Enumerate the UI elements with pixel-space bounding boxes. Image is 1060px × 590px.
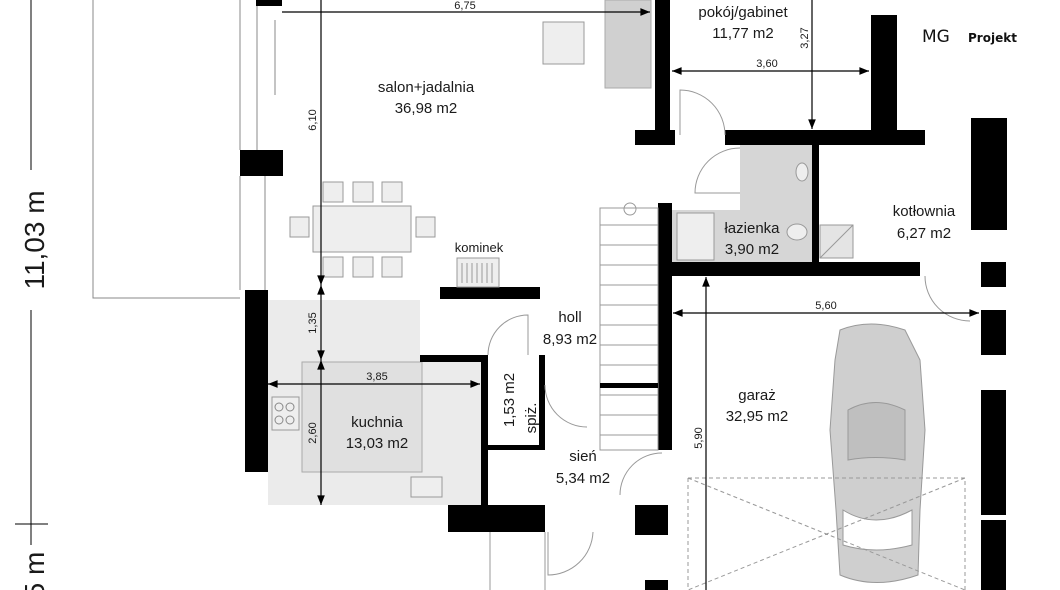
doors [487,89,971,590]
sofa [542,0,652,89]
room-area: 6,27 m2 [897,225,951,242]
room-area: 3,90 m2 [725,241,779,258]
room-area: 13,03 m2 [346,435,409,452]
logo-suffix: Projekt [968,31,1017,45]
fireplace: kominek [455,240,504,288]
room-name: pokój/gabinet [698,4,788,21]
room-name: kotłownia [893,203,956,220]
overall-dimension: 11,03 m 5 m [15,0,50,590]
kitchen-appliances [271,396,443,498]
fireplace-label: kominek [455,240,504,255]
room-kuchnia: kuchnia 13,03 m2 [346,414,409,452]
room-salon-jadalnia: salon+jadalnia 36,98 m2 [378,79,475,117]
room-holl: holl 8,93 m2 [543,309,597,348]
room-name: spiż. [523,403,540,434]
logo-brand: MG [922,27,950,47]
room-area: 36,98 m2 [395,100,458,117]
room-name: kuchnia [351,414,403,431]
room-name: sień [569,448,597,465]
room-name: garaż [738,387,776,404]
room-pokoj-gabinet: pokój/gabinet 11,77 m2 [698,4,788,42]
room-area: 1,53 m2 [501,373,518,427]
car [829,323,926,583]
dimension-lines [268,0,980,590]
terrace-outline [92,0,240,299]
dim-kitchen-depth-b: 2,60 [307,422,319,443]
room-area: 11,77 m2 [712,25,773,42]
room-garaz: garaż 32,95 m2 [726,387,789,425]
window-left [239,0,276,150]
dim-office-depth: 3,27 [799,27,811,48]
room-name: łazienka [724,220,780,237]
overall-height-label: 11,03 m [19,190,50,289]
room-kotlownia: kotłownia 6,27 m2 [893,203,956,242]
room-labels: salon+jadalnia 36,98 m2 pokój/gabinet 11… [346,4,956,487]
dining-set [289,181,436,278]
dim-office-width: 3,60 [756,58,777,70]
dim-kitchen-depth-a: 1,35 [307,312,319,333]
overall-partial-label: 5 m [19,552,50,590]
room-area: 8,93 m2 [543,331,597,348]
room-lazienka: łazienka 3,90 m2 [724,220,780,258]
room-area: 32,95 m2 [726,408,789,425]
dim-kitchen-width: 3,85 [366,371,387,383]
room-spizarnia: spiż. 1,53 m2 [501,373,540,434]
staircase [599,202,659,451]
dimension-labels: 6,75 6,10 3,60 3,27 1,35 3,85 2,60 5,60 … [307,0,837,449]
mg-projekt-logo: MG Projekt [922,27,1017,47]
walls [240,0,1007,590]
room-sien: sień 5,34 m2 [556,448,610,487]
room-area: 5,34 m2 [556,470,610,487]
garage-door-outline [687,477,966,590]
window-left-lower [239,176,266,290]
room-name: salon+jadalnia [378,79,475,96]
dim-salon-width: 6,75 [454,0,475,12]
dim-salon-depth: 6,10 [307,109,319,130]
bathroom-fixtures [676,162,854,261]
room-name: holl [558,309,581,326]
dim-garage-depth: 5,90 [693,427,705,448]
dim-garage-width: 5,60 [815,300,836,312]
